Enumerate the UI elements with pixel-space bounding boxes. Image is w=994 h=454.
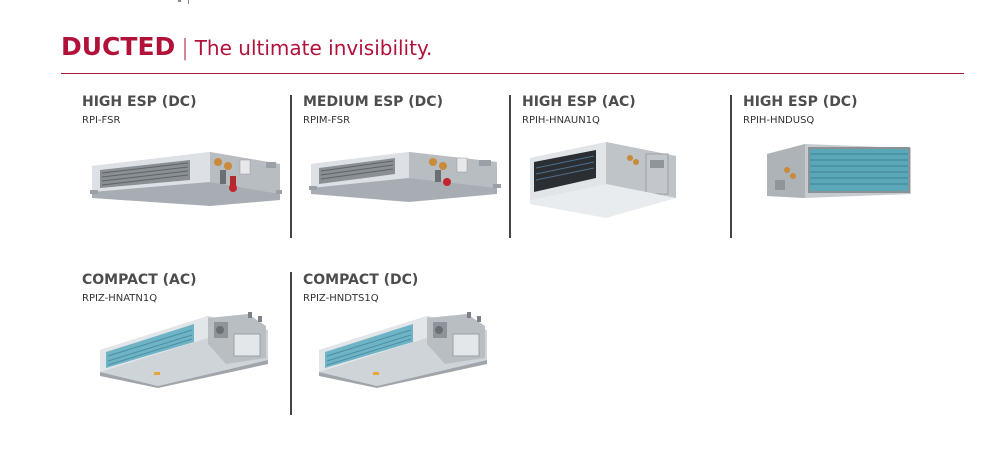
product-name: COMPACT (DC) bbox=[303, 272, 419, 288]
product-card: MEDIUM ESP (DC) RPIM-FSR bbox=[303, 94, 513, 244]
product-code: RPIZ-HNATN1Q bbox=[82, 293, 158, 304]
header-rule bbox=[61, 73, 964, 74]
product-card: COMPACT (DC) RPIZ-HNDTS1Q bbox=[303, 272, 513, 422]
product-card: HIGH ESP (AC) RPIH-HNAUN1Q bbox=[522, 94, 732, 244]
ducted-unit-compact-dc-image bbox=[319, 312, 487, 388]
product-code: RPIM-FSR bbox=[303, 115, 351, 126]
ducted-unit-compact-ac-image bbox=[100, 312, 268, 388]
product-code: RPIH-HNDUSQ bbox=[743, 115, 815, 126]
section-header: DUCTED | The ultimate invisibility. bbox=[61, 32, 432, 66]
section-tagline: The ultimate invisibility. bbox=[194, 36, 433, 60]
column-divider bbox=[730, 95, 732, 238]
column-divider bbox=[290, 272, 292, 415]
product-name: MEDIUM ESP (DC) bbox=[303, 94, 443, 110]
ducted-unit-medium-esp-dc-image bbox=[309, 152, 501, 202]
title-separator: | bbox=[181, 36, 189, 61]
product-card: HIGH ESP (DC) RPI-FSR bbox=[82, 94, 292, 244]
product-code: RPI-FSR bbox=[82, 115, 121, 126]
ducted-unit-high-esp-dc-image bbox=[90, 152, 282, 206]
ducted-unit-high-esp-ac-image bbox=[530, 142, 676, 218]
ducted-unit-high-esp-dc-2-image bbox=[767, 144, 911, 198]
column-divider bbox=[509, 95, 511, 238]
product-card: HIGH ESP (DC) RPIH-HNDUSQ bbox=[743, 94, 953, 244]
column-divider bbox=[290, 95, 292, 238]
product-name: HIGH ESP (AC) bbox=[522, 94, 636, 110]
section-title: DUCTED bbox=[61, 32, 176, 61]
product-code: RPIH-HNAUN1Q bbox=[522, 115, 600, 126]
cropped-text-remnant bbox=[176, 0, 190, 4]
product-card: COMPACT (AC) RPIZ-HNATN1Q bbox=[82, 272, 292, 422]
product-name: HIGH ESP (DC) bbox=[82, 94, 197, 110]
product-name: COMPACT (AC) bbox=[82, 272, 197, 288]
product-name: HIGH ESP (DC) bbox=[743, 94, 858, 110]
product-code: RPIZ-HNDTS1Q bbox=[303, 293, 379, 304]
